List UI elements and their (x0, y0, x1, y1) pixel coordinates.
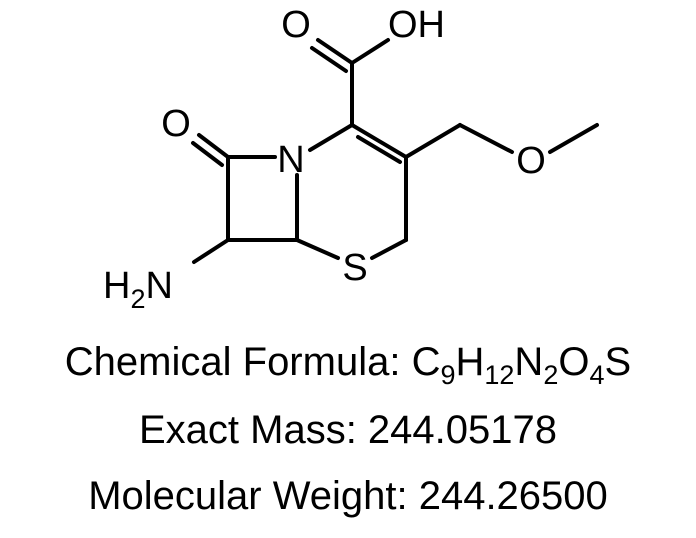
formula-label: Chemical Formula: (64, 340, 412, 384)
atom-o-carbonyl-acid: O (281, 4, 311, 46)
formula-element-n: N (514, 340, 544, 384)
atom-o-ether: O (516, 140, 546, 182)
bond-cooh-c-o-double-a (316, 38, 354, 65)
amine-h: H (103, 265, 130, 307)
atom-labels: O OH O N O S H2N (103, 4, 546, 314)
bond-cooh-c-o-double-b (310, 46, 348, 73)
formula-value: C9H12N2O4S (411, 340, 632, 389)
bonds (191, 38, 599, 264)
bond-ring-s-c6 (295, 238, 340, 260)
atom-oh-hydroxyl: OH (388, 4, 445, 46)
bond-cooh-c-oh (350, 38, 390, 65)
bond-lactam-co-double-a (197, 133, 230, 159)
bond-c3-ch2-ether (404, 123, 462, 159)
bond-lactam-co-double-b (191, 141, 224, 167)
molecular-weight-line: Molecular Weight: 244.26500 (0, 472, 696, 520)
formula-element-c: C (411, 340, 441, 384)
formula-element-s: S (604, 340, 632, 384)
molecular-weight-value: 244.26500 (418, 474, 608, 518)
atom-n-ring: N (277, 139, 304, 181)
formula-element-o: O (558, 340, 590, 384)
molecule-structure: O OH O N O S H2N (103, 4, 599, 314)
bond-ring-c2-n (308, 123, 354, 152)
exact-mass-line: Exact Mass: 244.05178 (0, 406, 696, 454)
atom-nh2-amine: H2N (103, 265, 173, 314)
bond-c7-nh2 (192, 238, 230, 264)
bond-ring-ch2-s (370, 238, 408, 260)
molecular-weight-label: Molecular Weight: (88, 474, 419, 518)
exact-mass-value: 244.05178 (367, 408, 558, 452)
atom-o-lactam: O (161, 103, 191, 145)
amine-h-subscript: 2 (130, 284, 145, 314)
formula-count-c: 9 (440, 360, 456, 390)
atom-s-ring: S (342, 247, 367, 289)
bond-o-ch3-ether (548, 123, 599, 154)
chemical-formula-line: Chemical Formula: C9H12N2O4S (0, 338, 696, 389)
bond-ring-c2-c3-double-a (350, 123, 408, 159)
formula-count-h: 12 (484, 360, 515, 390)
formula-count-n: 2 (543, 360, 559, 390)
exact-mass-label: Exact Mass: (138, 408, 368, 452)
amine-n: N (145, 265, 172, 307)
bond-ring-c2-c3-double-b (356, 135, 402, 164)
bond-ch2-o-ether (458, 123, 514, 154)
formula-count-o: 4 (589, 360, 605, 390)
formula-element-h: H (455, 340, 485, 384)
